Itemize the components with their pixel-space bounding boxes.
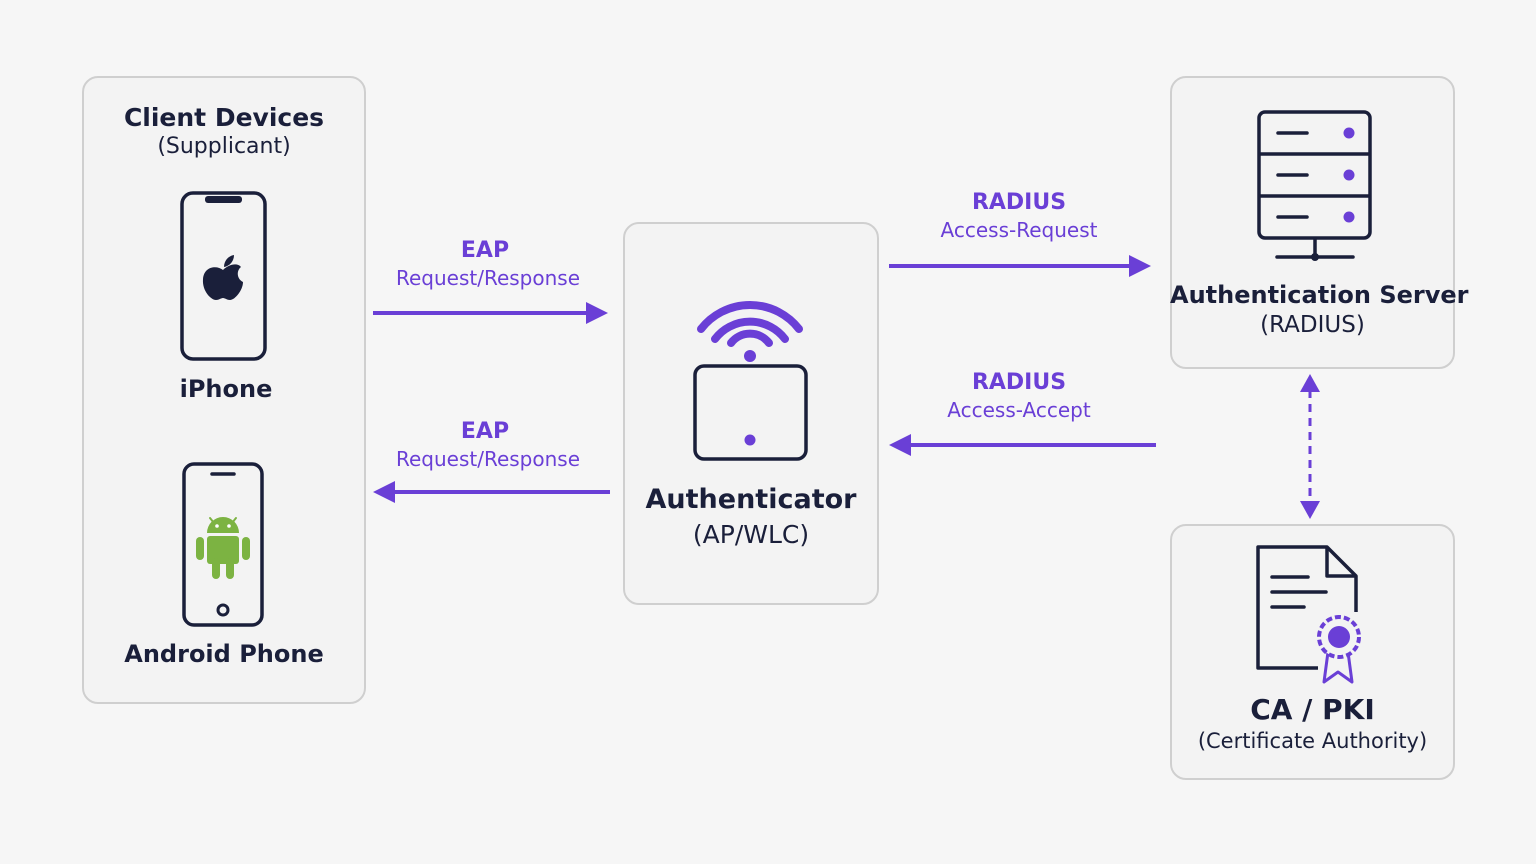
authenticator-box: [623, 222, 879, 605]
android-phone-label: Android Phone: [124, 640, 324, 668]
android-phone-icon: [182, 462, 264, 627]
radius-accept-protocol: RADIUS: [971, 370, 1067, 395]
eap-return-message: Request/Response: [395, 447, 581, 471]
certificate-document-icon: [1256, 545, 1361, 684]
eap-forward-protocol: EAP: [460, 238, 510, 263]
radius-request-message: Access-Request: [940, 218, 1098, 242]
authentication-server-box: [1170, 76, 1455, 369]
client-devices-title: Client Devices: [123, 103, 325, 132]
client-devices-box: [82, 76, 366, 704]
radius-accept-arrow: [889, 434, 1156, 456]
iphone-label: iPhone: [179, 375, 273, 403]
ca-pki-subtitle: (Certificate Authority): [1197, 729, 1428, 753]
authenticator-subtitle: (AP/WLC): [692, 520, 810, 549]
radius-accept-message: Access-Accept: [947, 398, 1091, 422]
client-devices-subtitle: (Supplicant): [157, 134, 291, 159]
authenticator-title: Authenticator: [645, 484, 857, 515]
eap-forward-arrow: [373, 302, 608, 324]
radius-request-arrow: [889, 255, 1151, 277]
ca-pki-title: CA / PKI: [1250, 693, 1375, 726]
authentication-server-title: Authentication Server: [1170, 281, 1469, 309]
server-ca-bidirectional-arrow: [1300, 374, 1320, 519]
apple-iphone-icon: [180, 191, 267, 361]
eap-return-protocol: EAP: [460, 419, 510, 444]
wireless-access-point-icon: [693, 300, 808, 461]
eap-return-arrow: [373, 481, 610, 503]
eap-forward-message: Request/Response: [395, 266, 581, 290]
authentication-server-subtitle: (RADIUS): [1260, 312, 1365, 338]
radius-request-protocol: RADIUS: [971, 190, 1067, 215]
server-rack-icon: [1257, 110, 1372, 261]
ca-pki-box: [1170, 524, 1455, 780]
